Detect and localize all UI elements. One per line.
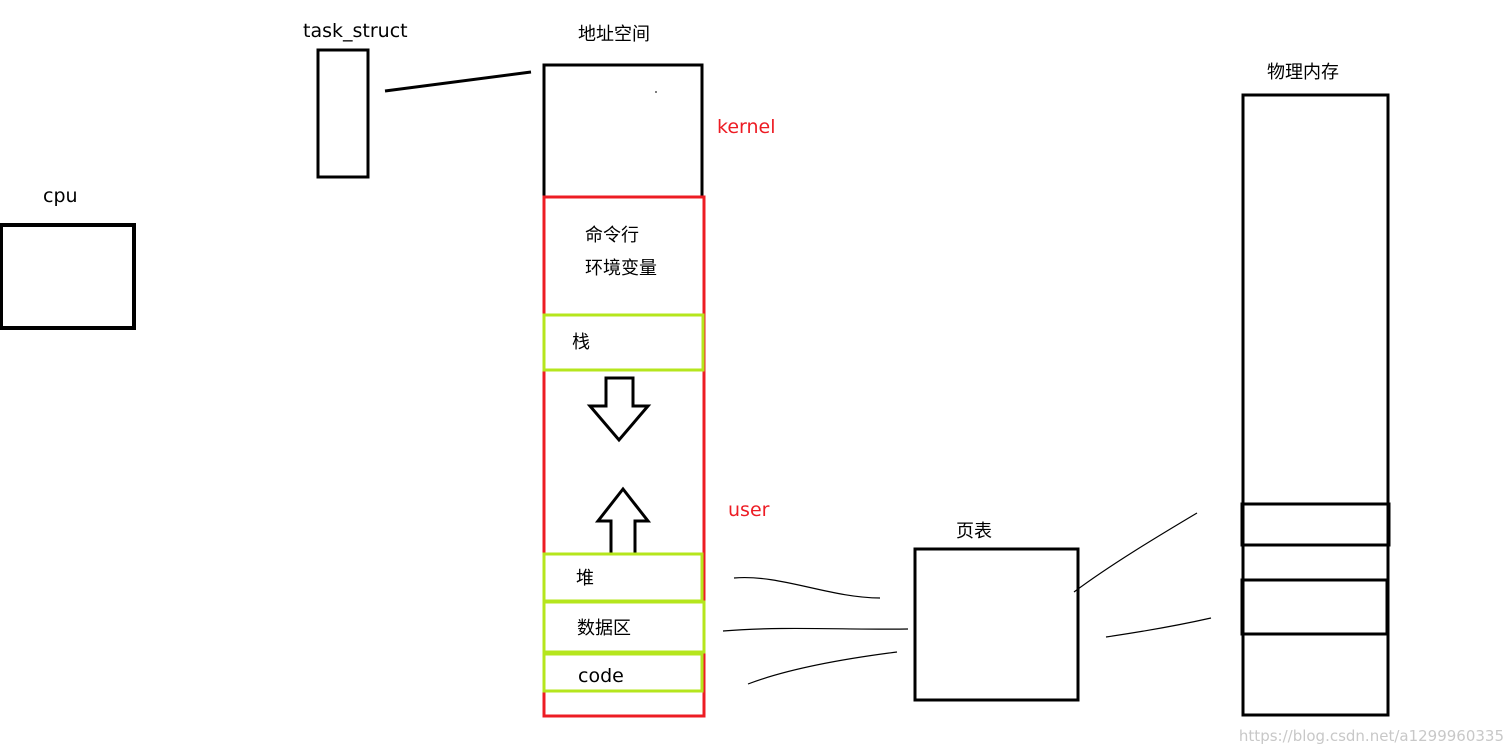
pagetable-to-physmem-upper-line [1073, 512, 1198, 593]
physical-page-frame-2 [1240, 578, 1389, 636]
task-struct-box [316, 48, 370, 179]
stack-growth-down-arrow [586, 376, 652, 443]
task-struct-label: task_struct [303, 20, 408, 42]
stack-label: 栈 [572, 332, 590, 353]
data-to-pagetable-line [722, 627, 909, 632]
data-area-segment [542, 600, 706, 654]
cpu-box [0, 223, 136, 330]
address-space-kernel-box [542, 63, 704, 199]
physical-page-frame-1 [1240, 502, 1391, 547]
watermark-text: https://blog.csdn.net/a1299960335 [1239, 727, 1504, 745]
cpu-label: cpu [43, 185, 78, 207]
env-vars-label: 环境变量 [585, 258, 657, 279]
cmdline-label: 命令行 [585, 225, 639, 246]
physical-memory-box [1241, 93, 1390, 717]
heap-label: 堆 [576, 568, 594, 589]
user-region-box [542, 195, 706, 718]
kernel-label: kernel [717, 116, 776, 138]
page-table-label: 页表 [956, 521, 992, 542]
heap-to-pagetable-line [733, 576, 881, 599]
stack-segment [542, 313, 705, 372]
stray-dot [655, 91, 657, 93]
physical-memory-label: 物理内存 [1267, 62, 1339, 83]
user-label: user [728, 499, 770, 521]
heap-segment [542, 552, 704, 603]
code-to-pagetable-line [747, 651, 898, 685]
data-area-label: 数据区 [577, 618, 631, 639]
code-segment [542, 652, 704, 693]
heap-growth-up-arrow [594, 486, 652, 556]
task-struct-connector [384, 70, 532, 93]
code-label: code [578, 665, 624, 687]
pagetable-to-physmem-lower-line [1105, 617, 1212, 638]
address-space-label: 地址空间 [578, 24, 650, 45]
page-table-box [913, 547, 1080, 702]
